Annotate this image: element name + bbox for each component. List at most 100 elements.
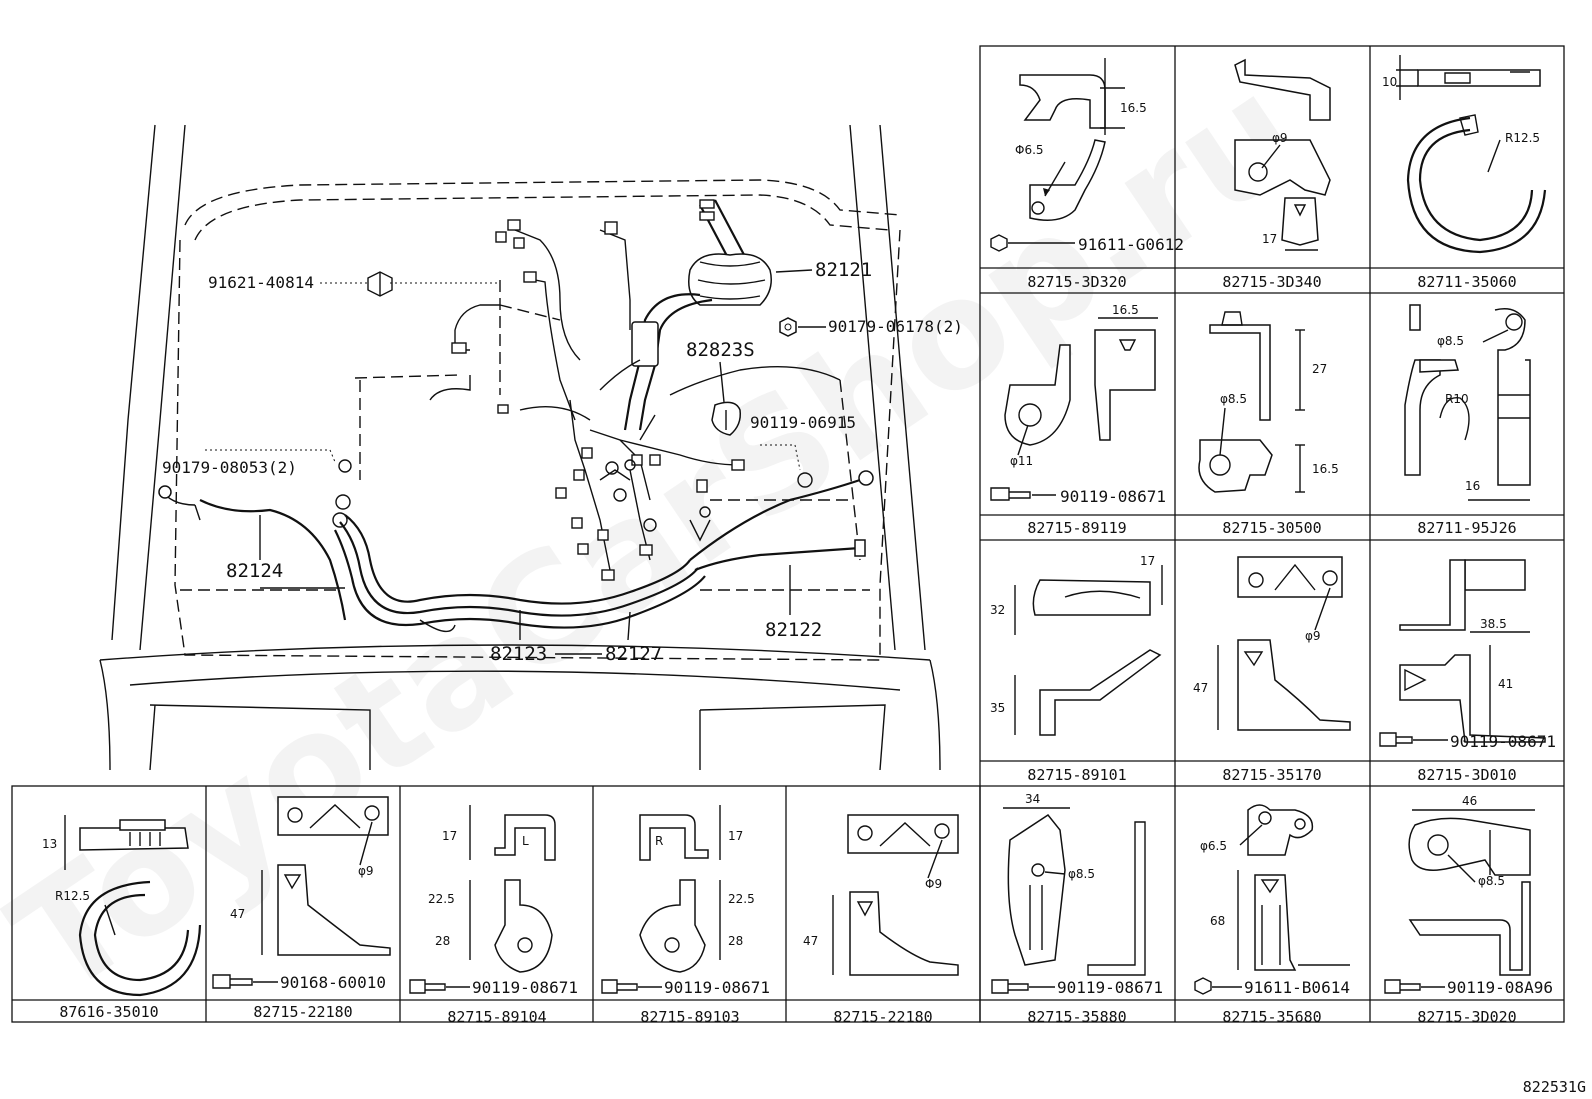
cell-82715-3d020: 46 φ8.5 90119-08A96 82715-3D020 bbox=[1384, 794, 1553, 1026]
svg-text:φ9: φ9 bbox=[1305, 629, 1321, 643]
svg-text:47: 47 bbox=[230, 907, 245, 921]
part-caption: 82715-3D340 bbox=[1222, 273, 1321, 291]
svg-text:φ8.5: φ8.5 bbox=[1068, 867, 1095, 881]
cell-82715-3d010: 38.5 41 90119-08671 82715-3D010 bbox=[1379, 559, 1556, 784]
svg-text:35: 35 bbox=[990, 701, 1005, 715]
cell-82715-3d320: 16.5 Φ6.5 91611-G0612 82715-3D320 bbox=[990, 58, 1184, 291]
svg-text:R12.5: R12.5 bbox=[55, 889, 90, 903]
bolt-icon bbox=[1379, 732, 1413, 747]
parts-grid bbox=[11, 45, 1565, 1023]
label-91621-40814: 91621-40814 bbox=[208, 273, 314, 292]
svg-text:φ9: φ9 bbox=[358, 864, 374, 878]
label-82124: 82124 bbox=[226, 560, 283, 582]
fastener-label: 90119-08A96 bbox=[1447, 978, 1553, 997]
svg-text:L: L bbox=[522, 834, 529, 848]
svg-text:22.5: 22.5 bbox=[428, 892, 455, 906]
svg-text:10: 10 bbox=[1382, 75, 1397, 89]
label-82823s: 82823S bbox=[686, 339, 755, 361]
svg-text:28: 28 bbox=[435, 934, 450, 948]
fastener-label: 90119-08671 bbox=[472, 978, 578, 997]
svg-text:27: 27 bbox=[1312, 362, 1327, 376]
figure-code: 822531G bbox=[1523, 1078, 1586, 1096]
svg-text:47: 47 bbox=[803, 934, 818, 948]
cell-82715-35880: 34 φ8.5 90119-08671 82715-35880 bbox=[991, 792, 1163, 1026]
bolt-icon bbox=[409, 979, 446, 994]
fastener-label: 90119-08671 bbox=[1060, 487, 1166, 506]
svg-text:16.5: 16.5 bbox=[1312, 462, 1339, 476]
cell-82715-22180-b: 47 Φ9 82715-22180 bbox=[803, 814, 959, 1026]
cell-82715-89119: 16.5 φ11 90119-08671 82715-89119 bbox=[990, 303, 1166, 537]
bolt-icon bbox=[1194, 977, 1212, 995]
svg-text:47: 47 bbox=[1193, 681, 1208, 695]
label-90119-06915: 90119-06915 bbox=[750, 413, 856, 432]
svg-text:28: 28 bbox=[728, 934, 743, 948]
label-90179-06178: 90179-06178(2) bbox=[828, 317, 963, 336]
cell-82715-89101: 32 17 35 82715-89101 bbox=[990, 554, 1163, 784]
cell-82715-22180-a: 47 φ9 90168-60010 82715-22180 bbox=[212, 796, 391, 1021]
fastener-label: 91611-B0614 bbox=[1244, 978, 1350, 997]
svg-text:16: 16 bbox=[1465, 479, 1480, 493]
svg-text:φ6.5: φ6.5 bbox=[1200, 839, 1227, 853]
part-caption: 82715-3D010 bbox=[1417, 766, 1516, 784]
label-82127: 82127 bbox=[605, 643, 662, 665]
label-82121: 82121 bbox=[815, 259, 872, 281]
cell-82711-95j26: φ8.5 R10 16 82711-95J26 bbox=[1404, 304, 1531, 537]
bolt-icon bbox=[1384, 979, 1421, 994]
bolt-icon bbox=[212, 974, 253, 989]
bolt-icon bbox=[601, 979, 638, 994]
part-caption: 82711-95J26 bbox=[1417, 519, 1516, 537]
fastener-label: 90119-08671 bbox=[1057, 978, 1163, 997]
svg-text:34: 34 bbox=[1025, 792, 1040, 806]
bolt-icon bbox=[990, 234, 1008, 252]
svg-text:32: 32 bbox=[990, 603, 1005, 617]
svg-text:R12.5: R12.5 bbox=[1505, 131, 1540, 145]
svg-text:Φ6.5: Φ6.5 bbox=[1015, 143, 1044, 157]
part-caption: 82715-30500 bbox=[1222, 519, 1321, 537]
cell-82715-89104: L 17 22.5 28 90119-08671 82715-89104 bbox=[409, 805, 578, 1026]
svg-text:17: 17 bbox=[1140, 554, 1155, 568]
svg-text:17: 17 bbox=[728, 829, 743, 843]
svg-text:φ9: φ9 bbox=[1272, 131, 1288, 145]
part-caption: 82715-89101 bbox=[1027, 766, 1126, 784]
label-82122: 82122 bbox=[765, 619, 822, 641]
cell-82711-35060: 10 R12.5 82711-35060 bbox=[1382, 55, 1547, 291]
svg-text:17: 17 bbox=[442, 829, 457, 843]
watermark: ToyotaCarShop.ru bbox=[0, 43, 1330, 1030]
svg-text:16.5: 16.5 bbox=[1112, 303, 1139, 317]
cell-82715-35170: 47 φ9 82715-35170 bbox=[1193, 556, 1351, 784]
cell-82715-89103: R 17 22.5 28 90119-08671 82715-89103 bbox=[601, 805, 770, 1026]
label-90179-08053: 90179-08053(2) bbox=[162, 458, 297, 477]
svg-text:17: 17 bbox=[1262, 232, 1277, 246]
fastener-label: 90168-60010 bbox=[280, 973, 386, 992]
bolt-icon bbox=[990, 487, 1031, 501]
cell-82715-35680: 68 φ6.5 91611-B0614 82715-35680 bbox=[1194, 804, 1350, 1026]
label-82123: 82123 bbox=[490, 643, 547, 665]
svg-text:φ8.5: φ8.5 bbox=[1478, 874, 1505, 888]
svg-text:38.5: 38.5 bbox=[1480, 617, 1507, 631]
part-caption: 82715-35680 bbox=[1222, 1008, 1321, 1026]
cell-82715-3d340: φ9 17 82715-3D340 bbox=[1222, 58, 1331, 291]
part-caption: 82715-35880 bbox=[1027, 1008, 1126, 1026]
svg-text:R: R bbox=[655, 834, 663, 848]
part-caption: 82715-22180 bbox=[253, 1003, 352, 1021]
part-caption: 82715-89119 bbox=[1027, 519, 1126, 537]
svg-text:φ11: φ11 bbox=[1010, 454, 1033, 468]
part-caption: 82715-3D020 bbox=[1417, 1008, 1516, 1026]
part-caption: 82715-89104 bbox=[447, 1008, 546, 1026]
cell-82715-30500: 27 16.5 φ8.5 82715-30500 bbox=[1198, 311, 1339, 537]
svg-text:22.5: 22.5 bbox=[728, 892, 755, 906]
svg-text:φ8.5: φ8.5 bbox=[1437, 334, 1464, 348]
part-caption: 82715-89103 bbox=[640, 1008, 739, 1026]
part-caption: 87616-35010 bbox=[59, 1003, 158, 1021]
fastener-label: 90119-08671 bbox=[664, 978, 770, 997]
svg-text:13: 13 bbox=[42, 837, 57, 851]
svg-text:Φ9: Φ9 bbox=[925, 877, 942, 891]
cell-87616-35010: 13 R12.5 87616-35010 bbox=[42, 815, 202, 1021]
fastener-label: 91611-G0612 bbox=[1078, 235, 1184, 254]
svg-text:R10: R10 bbox=[1445, 392, 1469, 406]
svg-text:46: 46 bbox=[1462, 794, 1477, 808]
part-caption: 82715-35170 bbox=[1222, 766, 1321, 784]
svg-text:φ8.5: φ8.5 bbox=[1220, 392, 1247, 406]
part-caption: 82715-22180 bbox=[833, 1008, 932, 1026]
